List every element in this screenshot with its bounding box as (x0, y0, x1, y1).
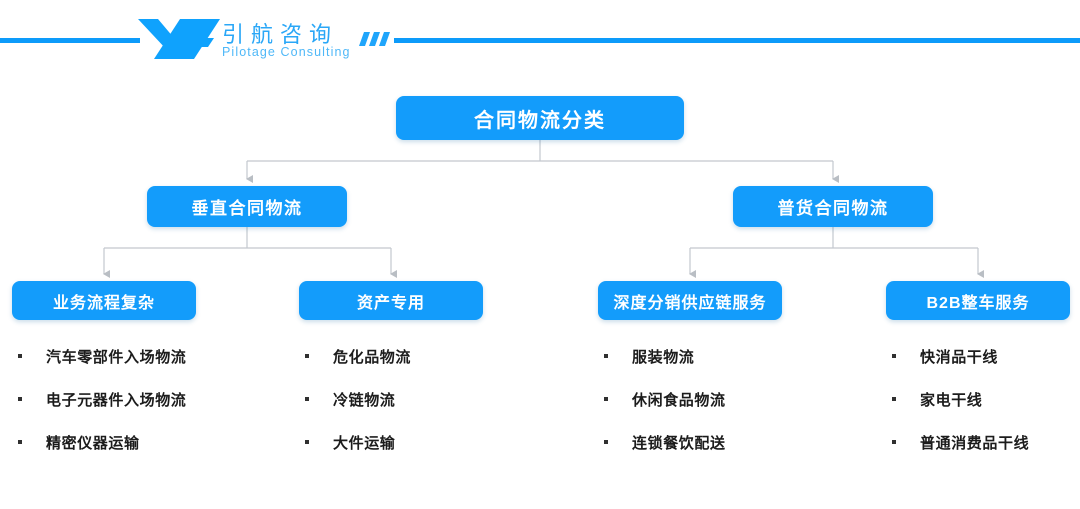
node-level3-deep-distribution[interactable]: 深度分销供应链服务 (598, 281, 782, 320)
org-chart: 合同物流分类 垂直合同物流 普货合同物流 业务流程复杂 资产专用 深度分销供应链… (0, 78, 1080, 509)
list-item: 精密仪器运输 (12, 432, 272, 453)
list-item-label: 休闲食品物流 (632, 392, 726, 409)
list-item: 休闲食品物流 (598, 389, 858, 410)
node-level3-dedicated-assets[interactable]: 资产专用 (299, 281, 483, 320)
list-item-label: 冷链物流 (333, 392, 396, 409)
list-item: 普通消费品干线 (886, 432, 1080, 453)
list-item: 服装物流 (598, 346, 858, 367)
list-item-label: 家电干线 (920, 392, 983, 409)
bullet-dot-icon (18, 440, 22, 444)
bullet-list-dedicated-assets: 危化品物流 冷链物流 大件运输 (299, 346, 559, 453)
list-item: 连锁餐饮配送 (598, 432, 858, 453)
brand-name-cn: 引航咨询 (222, 22, 339, 47)
bullet-dot-icon (604, 440, 608, 444)
header-rule-left (0, 38, 140, 43)
bullet-dot-icon (18, 354, 22, 358)
node-level3-b2b-ftl[interactable]: B2B整车服务 (886, 281, 1070, 320)
brand-name-en: Pilotage Consulting (222, 45, 351, 59)
node-level2-vertical[interactable]: 垂直合同物流 (147, 186, 347, 227)
header-rule-right (394, 38, 1080, 43)
list-item-label: 连锁餐饮配送 (632, 435, 726, 452)
list-item-label: 危化品物流 (333, 349, 412, 366)
bullet-dot-icon (892, 440, 896, 444)
bullet-list-deep-distribution: 服装物流 休闲食品物流 连锁餐饮配送 (598, 346, 858, 453)
node-level3-complex-process[interactable]: 业务流程复杂 (12, 281, 196, 320)
list-item: 大件运输 (299, 432, 559, 453)
bullet-list-b2b-ftl: 快消品干线 家电干线 普通消费品干线 (886, 346, 1080, 453)
list-item-label: 汽车零部件入场物流 (46, 349, 187, 366)
bullet-dot-icon (892, 354, 896, 358)
page-header: 引航咨询 Pilotage Consulting (0, 0, 1080, 78)
list-item-label: 快消品干线 (920, 349, 999, 366)
bullet-dot-icon (604, 397, 608, 401)
list-item: 快消品干线 (886, 346, 1080, 367)
bullet-dot-icon (305, 397, 309, 401)
list-item: 汽车零部件入场物流 (12, 346, 272, 367)
list-item: 电子元器件入场物流 (12, 389, 272, 410)
bullet-dot-icon (604, 354, 608, 358)
yh-monogram-logo-icon (136, 16, 228, 62)
list-item-label: 精密仪器运输 (46, 435, 140, 452)
list-item: 家电干线 (886, 389, 1080, 410)
bullet-dot-icon (305, 354, 309, 358)
list-item-label: 服装物流 (632, 349, 695, 366)
bullet-dot-icon (18, 397, 22, 401)
bullet-dot-icon (305, 440, 309, 444)
list-item-label: 大件运输 (333, 435, 396, 452)
list-item-label: 电子元器件入场物流 (46, 392, 187, 409)
bullet-dot-icon (892, 397, 896, 401)
bullet-list-complex-process: 汽车零部件入场物流 电子元器件入场物流 精密仪器运输 (12, 346, 272, 453)
list-item: 冷链物流 (299, 389, 559, 410)
node-root[interactable]: 合同物流分类 (396, 96, 684, 140)
node-level2-general[interactable]: 普货合同物流 (733, 186, 933, 227)
list-item-label: 普通消费品干线 (920, 435, 1030, 452)
list-item: 危化品物流 (299, 346, 559, 367)
three-slashes-icon (358, 30, 392, 48)
